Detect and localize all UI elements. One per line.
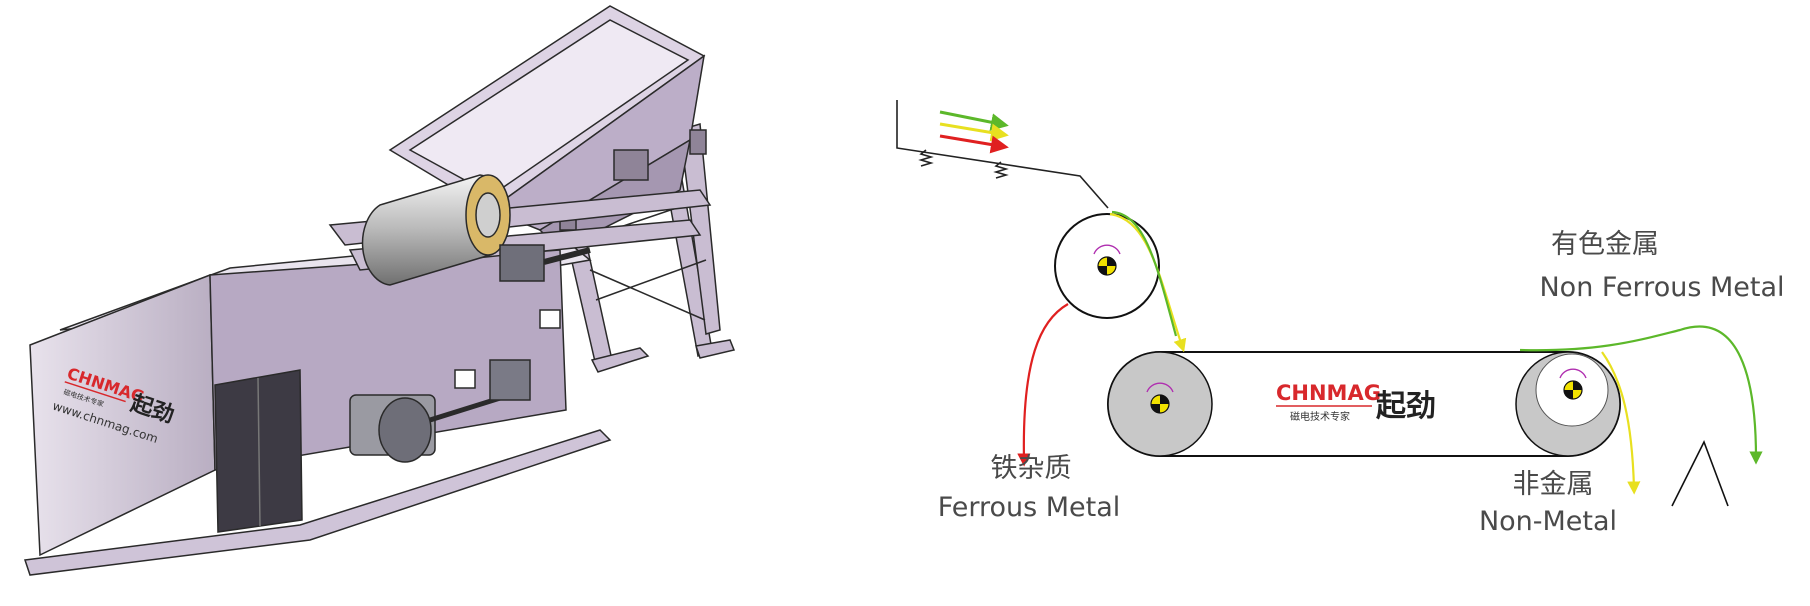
rotation-arrow-icon — [1093, 244, 1121, 255]
rotation-arrow-icon — [1146, 382, 1174, 393]
magnetic-drum — [328, 174, 712, 286]
belt-logo: CHNMAG 磁电技术专家 起劲 — [1276, 381, 1436, 424]
machine-illustration: CHNMAG 磁电技术专家 起劲 www.chnmag.com — [23, 5, 736, 576]
ferrous-trajectory — [1017, 303, 1069, 467]
conveyor-belt: CHNMAG 磁电技术专家 起劲 — [1107, 351, 1621, 457]
label-non-metal-cn: 非金属 — [1513, 469, 1594, 500]
splitter-plate — [1671, 440, 1729, 507]
vibrating-feeder — [388, 5, 707, 251]
non-ferrous-trajectory — [1519, 325, 1763, 465]
rotation-arrow-icon — [1559, 368, 1587, 379]
belt-tagline: 磁电技术专家 — [1290, 410, 1350, 423]
label-ferrous-en: Ferrous Metal — [938, 492, 1121, 523]
feeder-chute — [896, 100, 1109, 209]
label-non-ferrous-cn: 有色金属 — [1551, 229, 1659, 260]
spring-icon — [993, 161, 1009, 179]
belt-brand: CHNMAG — [1276, 381, 1381, 405]
non-metal-trajectory — [1601, 351, 1641, 495]
belt-brand-cn: 起劲 — [1376, 389, 1436, 424]
feed-trajectory-green — [1111, 210, 1178, 337]
vibration-motor — [613, 149, 649, 181]
separation-trajectories — [1017, 210, 1763, 495]
drive-motor — [349, 359, 531, 463]
feed-flow-arrows — [939, 110, 1009, 154]
label-ferrous-cn: 铁杂质 — [991, 453, 1072, 484]
label-non-metal-en: Non-Metal — [1479, 506, 1617, 537]
spring-icon — [918, 149, 934, 167]
separation-schematic: CHNMAG 磁电技术专家 起劲 有色金属 Non Ferrous Metal … — [896, 100, 1785, 537]
magnetic-head-pulley — [1054, 213, 1160, 319]
separator-housing — [23, 235, 612, 576]
label-non-ferrous-en: Non Ferrous Metal — [1539, 272, 1784, 303]
